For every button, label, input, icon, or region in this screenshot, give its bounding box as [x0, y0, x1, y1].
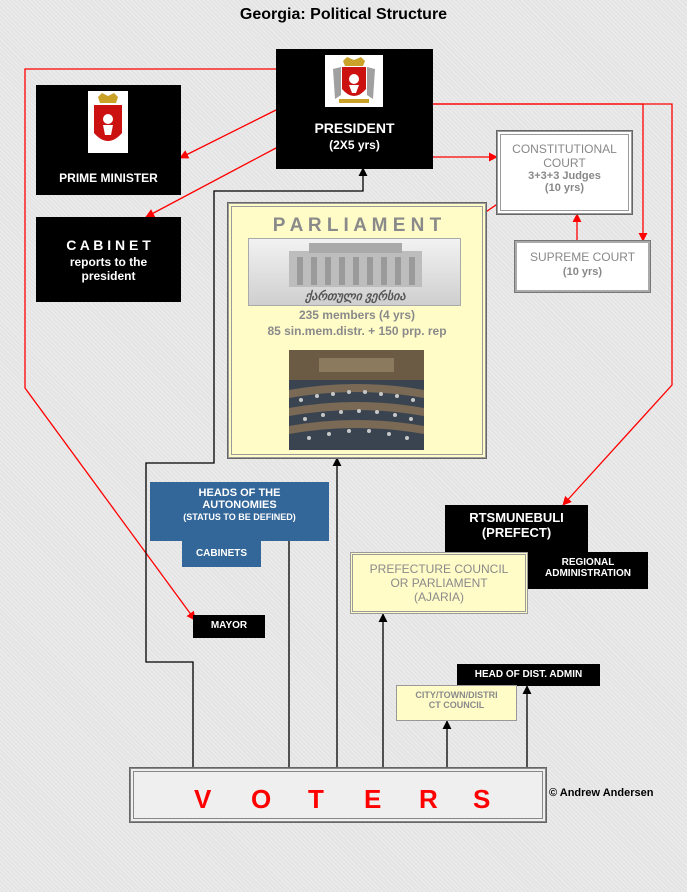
voters-letter-e: E — [364, 784, 382, 814]
prefecture-council-line2: OR PARLIAMENT — [390, 576, 488, 590]
arrow-president-to-mayor — [24, 68, 276, 621]
cabinet-box: C A B I N E T reports to the president — [36, 217, 181, 302]
regional-admin-line1: REGIONAL — [561, 557, 615, 568]
prime-minister-label: PRIME MINISTER — [59, 171, 158, 185]
constitutional-court-judges: 3+3+3 Judges — [528, 170, 601, 182]
copyright-text: © Andrew Andersen — [549, 787, 654, 799]
supreme-court-box: SUPREME COURT (10 yrs) — [514, 240, 651, 293]
arrow-president-to-prefect — [433, 103, 673, 506]
regional-administration-box: REGIONAL ADMINISTRATION — [528, 552, 648, 589]
supreme-court-title: SUPREME COURT — [529, 250, 636, 264]
parliament-title: P A R L I A M E N T — [272, 215, 442, 236]
constitutional-court-box: CONSTITUTIONAL COURT 3+3+3 Judges (10 yr… — [496, 130, 633, 215]
voters-letter-v: V — [194, 784, 212, 814]
parliament-members: 235 members (4 yrs) — [298, 308, 416, 322]
prefect-box: RTSMUNEBULI (PREFECT) — [445, 505, 588, 552]
parliament-building-image: ქართული ვერსია — [248, 238, 461, 306]
parliament-box: P A R L I A M E N T ქართული ვერსია 235 m… — [227, 202, 487, 459]
supreme-court-term: (10 yrs) — [562, 266, 603, 278]
coat-of-arms-icon — [325, 55, 383, 107]
prime-minister-box: PRIME MINISTER — [36, 85, 181, 195]
prefect-line1: RTSMUNEBULI — [469, 510, 564, 525]
mayor-box: MAYOR — [193, 615, 265, 638]
president-title: PRESIDENT — [314, 120, 395, 136]
constitutional-court-line2: COURT — [543, 156, 586, 170]
head-dist-admin-box: HEAD OF DIST. ADMIN — [457, 664, 600, 686]
parliament-banner-text: ქართული ვერსია — [305, 289, 406, 303]
president-term: (2X5 yrs) — [329, 138, 380, 152]
regional-admin-line2: ADMINISTRATION — [545, 568, 631, 579]
voters-letter-s: S — [473, 784, 491, 814]
voters-letter-o: O — [251, 784, 272, 814]
parliament-chamber-icon — [289, 350, 424, 440]
president-box: PRESIDENT (2X5 yrs) — [276, 49, 433, 169]
parliament-composition: 85 sin.mem.distr. + 150 prp. rep — [267, 324, 447, 338]
diagram-title: Georgia: Political Structure — [239, 6, 448, 23]
cabinets-box: CABINETS — [182, 541, 261, 567]
autonomies-line2: AUTONOMIES — [202, 499, 277, 511]
parliament-building-icon — [289, 243, 422, 287]
autonomies-line1: HEADS OF THE — [198, 487, 281, 499]
arrow-voters-to-president — [145, 167, 368, 768]
autonomies-line3: (STATUS TO BE DEFINED) — [183, 512, 296, 522]
prefecture-council-box: PREFECTURE COUNCIL OR PARLIAMENT (AJARIA… — [350, 552, 528, 614]
prefect-line2: (PREFECT) — [481, 525, 552, 540]
city-council-box: CITY/TOWN/DISTRI CT COUNCIL — [396, 685, 517, 721]
constitutional-court-line1: CONSTITUTIONAL — [512, 142, 617, 156]
coat-of-arms-icon — [88, 91, 128, 153]
cabinet-line2: president — [81, 269, 136, 283]
arrow-president-to-cabinet — [145, 147, 277, 218]
constitutional-court-term: (10 yrs) — [544, 182, 585, 194]
prefecture-council-line1: PREFECTURE COUNCIL — [369, 562, 509, 576]
parliament-chamber-photo — [289, 350, 424, 450]
voters-letter-r: R — [419, 784, 438, 814]
city-council-line1: CITY/TOWN/DISTRI — [415, 690, 498, 700]
cabinet-title: C A B I N E T — [66, 237, 151, 253]
city-council-line2: CT COUNCIL — [428, 700, 485, 710]
autonomies-box: HEADS OF THE AUTONOMIES (STATUS TO BE DE… — [150, 482, 329, 541]
arrow-president-to-pm — [179, 109, 277, 159]
prefecture-council-line3: (AJARIA) — [413, 590, 464, 604]
cabinet-line1: reports to the — [69, 255, 148, 269]
voters-letter-t: T — [308, 784, 324, 814]
voters-box: V O T E R S — [129, 767, 547, 823]
